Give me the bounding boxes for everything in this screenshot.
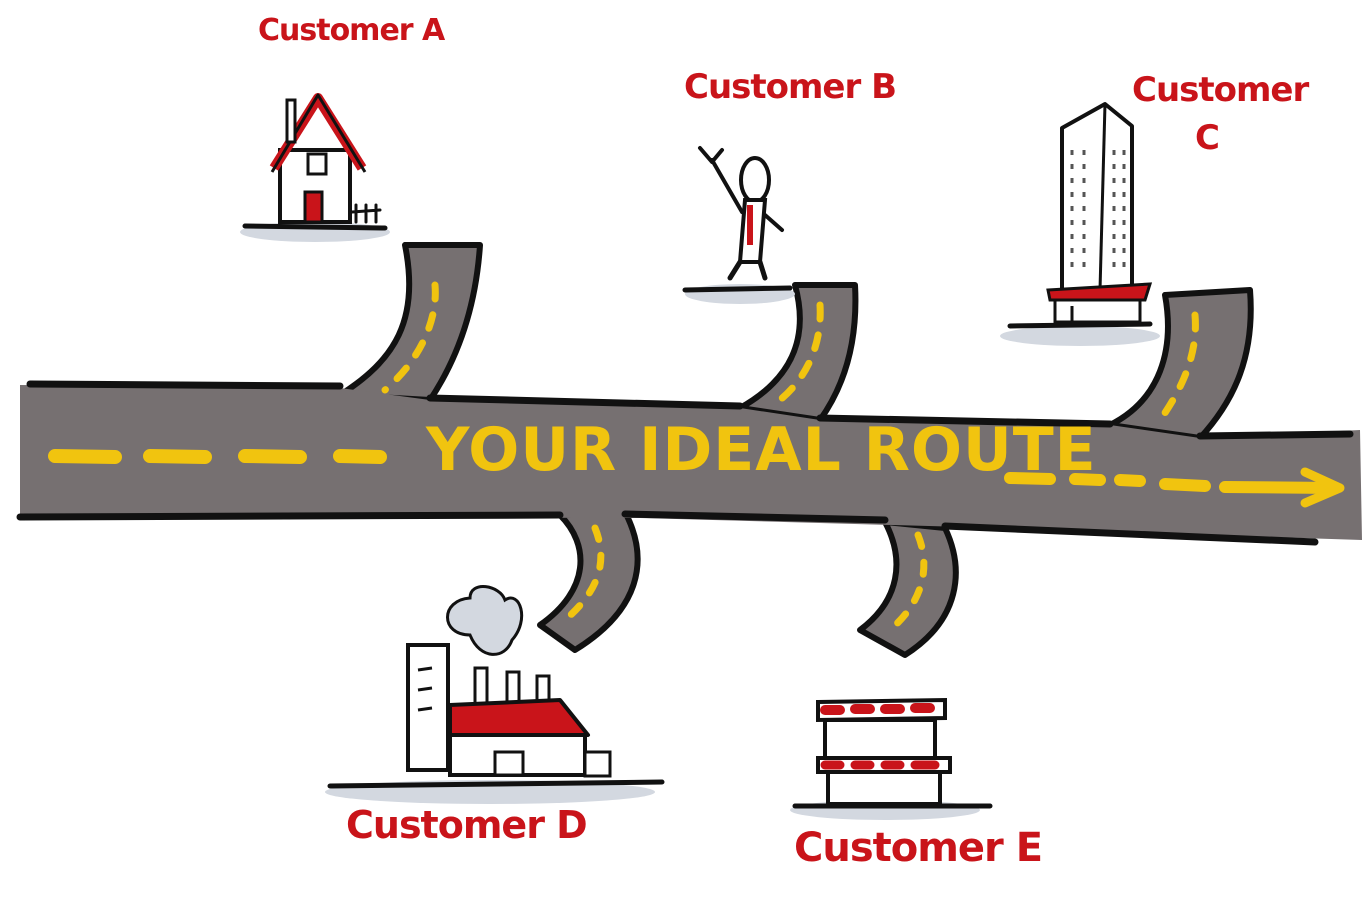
branch-road-b xyxy=(737,282,859,423)
skyscraper-icon xyxy=(1000,102,1160,346)
main-road xyxy=(16,380,1362,546)
branch-road-a xyxy=(337,242,483,403)
route-title: YOUR IDEAL ROUTE xyxy=(426,415,1097,485)
customer-e-label: Customer E xyxy=(794,825,1043,871)
house-icon xyxy=(240,93,390,242)
customer-a-label: Customer A xyxy=(258,13,445,48)
factory-icon xyxy=(325,584,665,804)
branch-road-c xyxy=(1107,287,1254,441)
customer-b-label: Customer B xyxy=(684,67,897,107)
branch-road-e xyxy=(857,519,959,658)
customer-d-label: Customer D xyxy=(346,803,588,847)
market-stall-icon xyxy=(790,697,993,820)
branch-road-d xyxy=(537,509,641,653)
waving-person-icon xyxy=(682,146,795,304)
customer-c-label: Customer C xyxy=(1132,70,1309,158)
